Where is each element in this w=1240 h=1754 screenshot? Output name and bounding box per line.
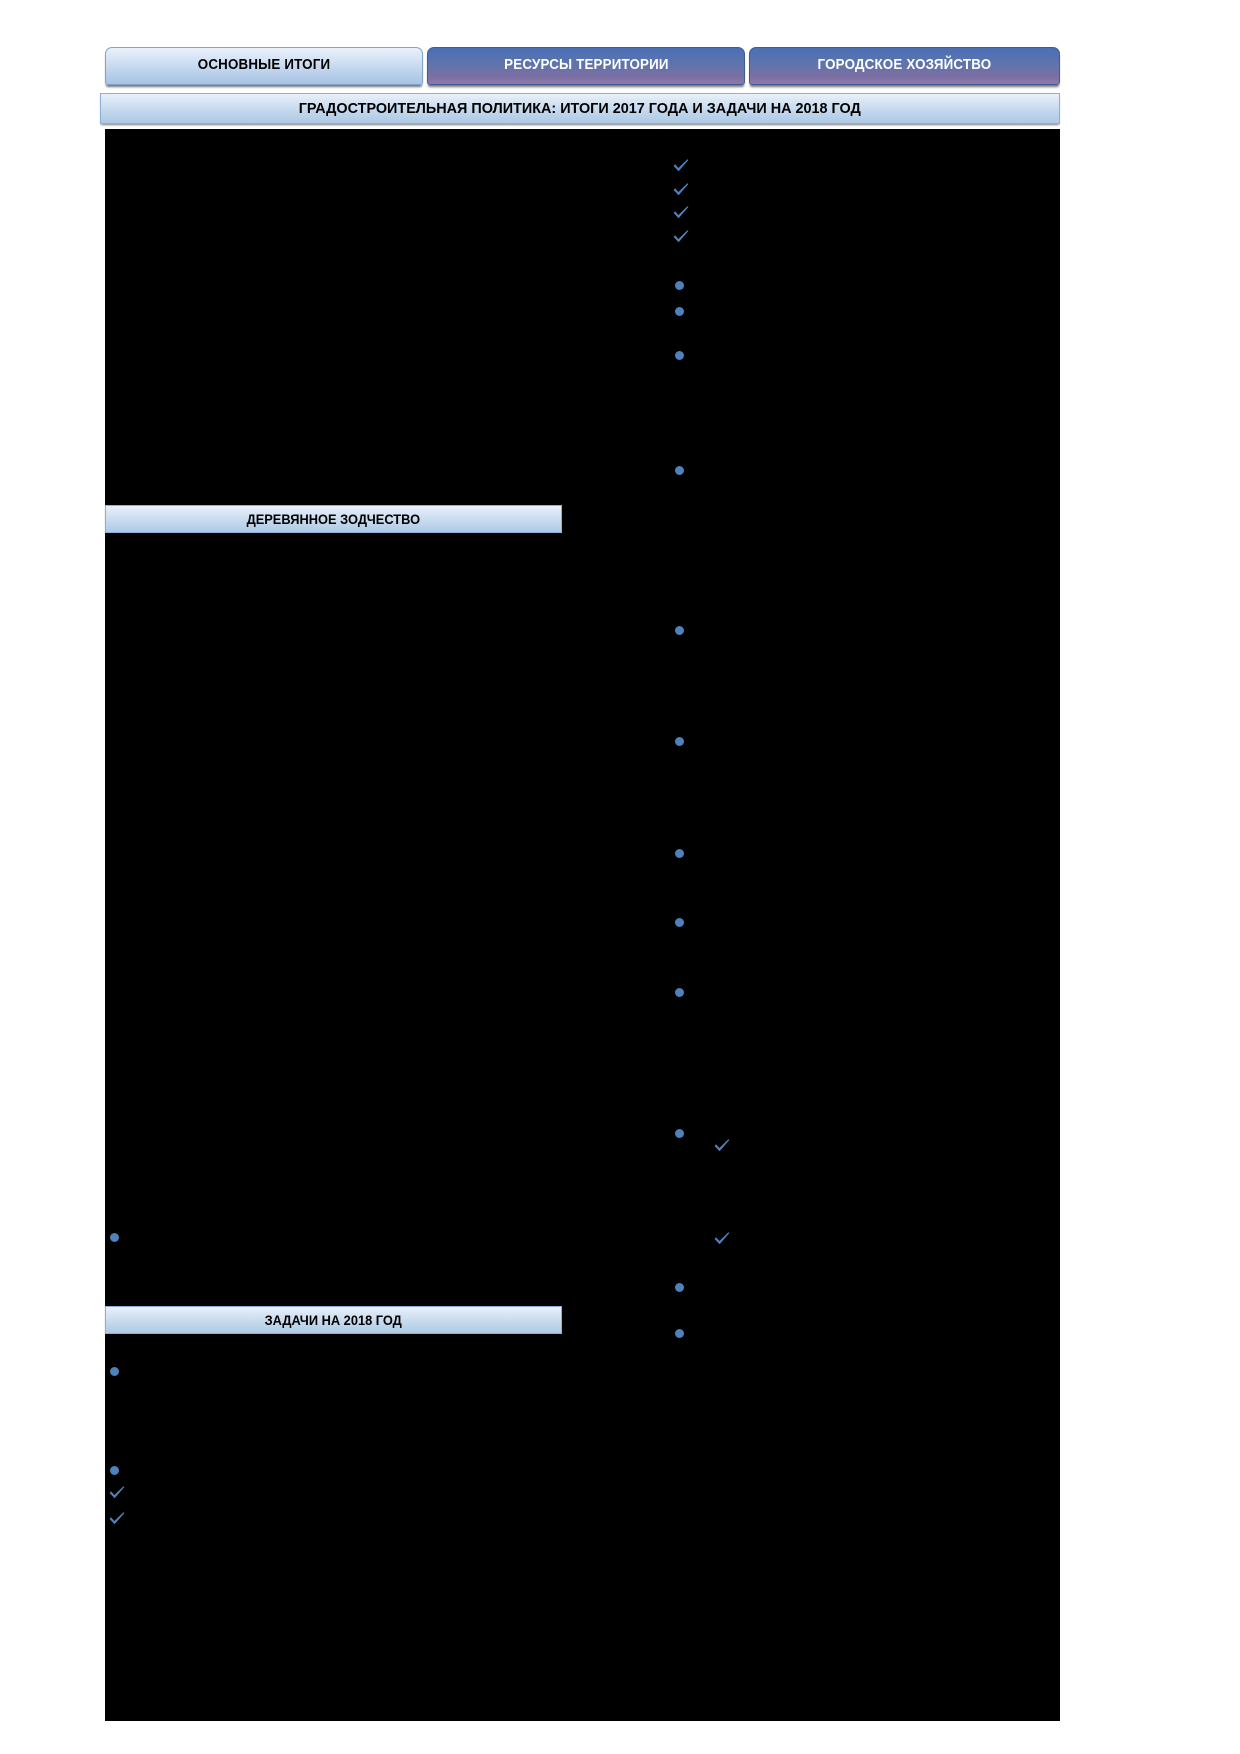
bullet-icon (675, 988, 684, 997)
bullet-icon (675, 737, 684, 746)
bullet-dot (675, 1129, 684, 1138)
bullet-icon (675, 626, 684, 635)
bullet-dot (675, 988, 684, 997)
bullet-dot (675, 918, 684, 927)
tab-osnovnye-itogi[interactable]: ОСНОВНЫЕ ИТОГИ (105, 47, 423, 85)
tab-label: РЕСУРСЫ ТЕРРИТОРИИ (503, 57, 669, 74)
tab-resursy-territorii[interactable]: РЕСУРСЫ ТЕРРИТОРИИ (427, 47, 745, 85)
bullet-icon (675, 849, 684, 858)
bullet-dot (110, 1233, 119, 1242)
bullet-dot (675, 351, 684, 360)
check-icon (713, 1230, 731, 1248)
page-title-banner: ГРАДОСТРОИТЕЛЬНАЯ ПОЛИТИКА: ИТОГИ 2017 Г… (100, 93, 1060, 124)
bullet-icon (675, 466, 684, 475)
bullet-dot (110, 1367, 119, 1376)
check-glyph (672, 204, 690, 222)
section-banner-label: ДЕРЕВЯННОЕ ЗОДЧЕСТВО (246, 511, 421, 527)
page-title: ГРАДОСТРОИТЕЛЬНАЯ ПОЛИТИКА: ИТОГИ 2017 Г… (298, 100, 862, 117)
bullet-dot (675, 849, 684, 858)
check-glyph (672, 181, 690, 199)
slide-content-canvas: ДЕРЕВЯННОЕ ЗОДЧЕСТВО ЗАДАЧИ НА 2018 ГОД (105, 129, 1060, 1721)
tab-label: ГОРОДСКОЕ ХОЗЯЙСТВО (817, 57, 992, 74)
bullet-icon (110, 1466, 119, 1475)
bullet-icon (675, 1329, 684, 1338)
section-banner-label: ЗАДАЧИ НА 2018 ГОД (264, 1312, 403, 1328)
bullet-icon (675, 918, 684, 927)
bullet-dot (675, 466, 684, 475)
check-glyph (713, 1137, 731, 1155)
bullet-icon (675, 1129, 684, 1138)
check-glyph (108, 1484, 126, 1502)
check-glyph (713, 1230, 731, 1248)
bullet-icon (110, 1233, 119, 1242)
section-banner-derevyannoe-zodchestvo: ДЕРЕВЯННОЕ ЗОДЧЕСТВО (105, 505, 562, 533)
check-glyph (672, 228, 690, 246)
tab-label: ОСНОВНЫЕ ИТОГИ (197, 57, 331, 74)
bullet-dot (675, 1329, 684, 1338)
tab-gorodskoe-hozyaystvo[interactable]: ГОРОДСКОЕ ХОЗЯЙСТВО (749, 47, 1060, 85)
bullet-icon (675, 307, 684, 316)
bullet-dot (675, 307, 684, 316)
check-icon (672, 157, 690, 175)
check-icon (672, 181, 690, 199)
bullet-icon (675, 1283, 684, 1292)
bullet-dot (675, 737, 684, 746)
check-icon (713, 1137, 731, 1155)
bullet-dot (675, 626, 684, 635)
bullet-dot (675, 281, 684, 290)
tab-bar: ОСНОВНЫЕ ИТОГИ РЕСУРСЫ ТЕРРИТОРИИ ГОРОДС… (105, 47, 1060, 89)
check-icon (672, 228, 690, 246)
bullet-icon (675, 351, 684, 360)
bullet-dot (110, 1466, 119, 1475)
bullet-icon (110, 1367, 119, 1376)
check-icon (108, 1484, 126, 1502)
check-icon (672, 204, 690, 222)
check-icon (108, 1510, 126, 1528)
bullet-icon (675, 281, 684, 290)
check-glyph (672, 157, 690, 175)
check-glyph (108, 1510, 126, 1528)
bullet-dot (675, 1283, 684, 1292)
section-banner-zadachi-na-2018-god: ЗАДАЧИ НА 2018 ГОД (105, 1306, 562, 1334)
